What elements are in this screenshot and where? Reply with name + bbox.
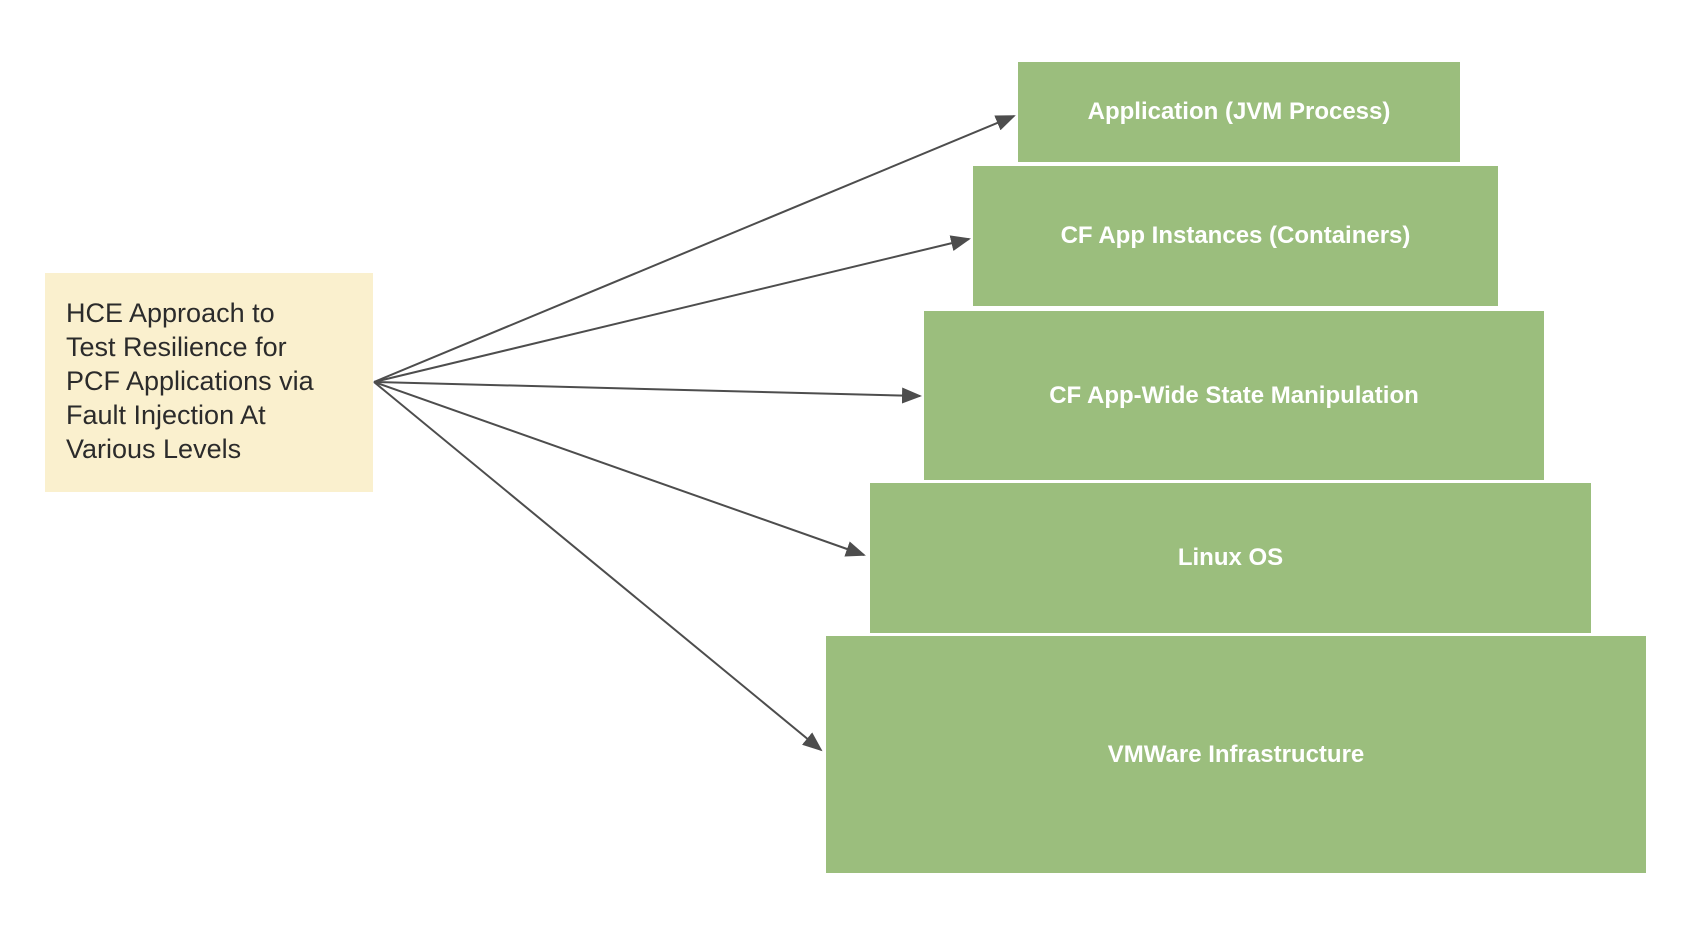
level-label: Linux OS <box>1177 544 1284 571</box>
level-box-2: CF App Instances (Containers) <box>973 166 1498 306</box>
level-label: Application (JVM Process) <box>1087 98 1391 125</box>
arrow-to-level-3 <box>373 381 922 404</box>
level-label: VMWare Infrastructure <box>1107 740 1365 768</box>
arrow-to-level-2 <box>373 235 971 383</box>
arrow-to-level-5 <box>373 381 823 752</box>
arrow-to-level-1 <box>373 115 1016 383</box>
level-box-5: VMWare Infrastructure <box>826 636 1646 873</box>
level-label: CF App-Wide State Manipulation <box>1049 381 1419 409</box>
source-title-line: HCE Approach to <box>66 298 275 328</box>
level-box-1: Application (JVM Process) <box>1018 62 1460 162</box>
level-box-4: Linux OS <box>870 483 1591 633</box>
arrow-to-level-4 <box>373 381 866 557</box>
source-title-line: Fault Injection At <box>66 400 266 430</box>
level-box-3: CF App-Wide State Manipulation <box>924 311 1544 480</box>
level-label: CF App Instances (Containers) <box>1060 222 1411 249</box>
source-title-line: Various Levels <box>66 434 242 464</box>
source-title-line: Test Resilience for <box>66 332 287 362</box>
source-title-line: PCF Applications via <box>66 366 314 396</box>
